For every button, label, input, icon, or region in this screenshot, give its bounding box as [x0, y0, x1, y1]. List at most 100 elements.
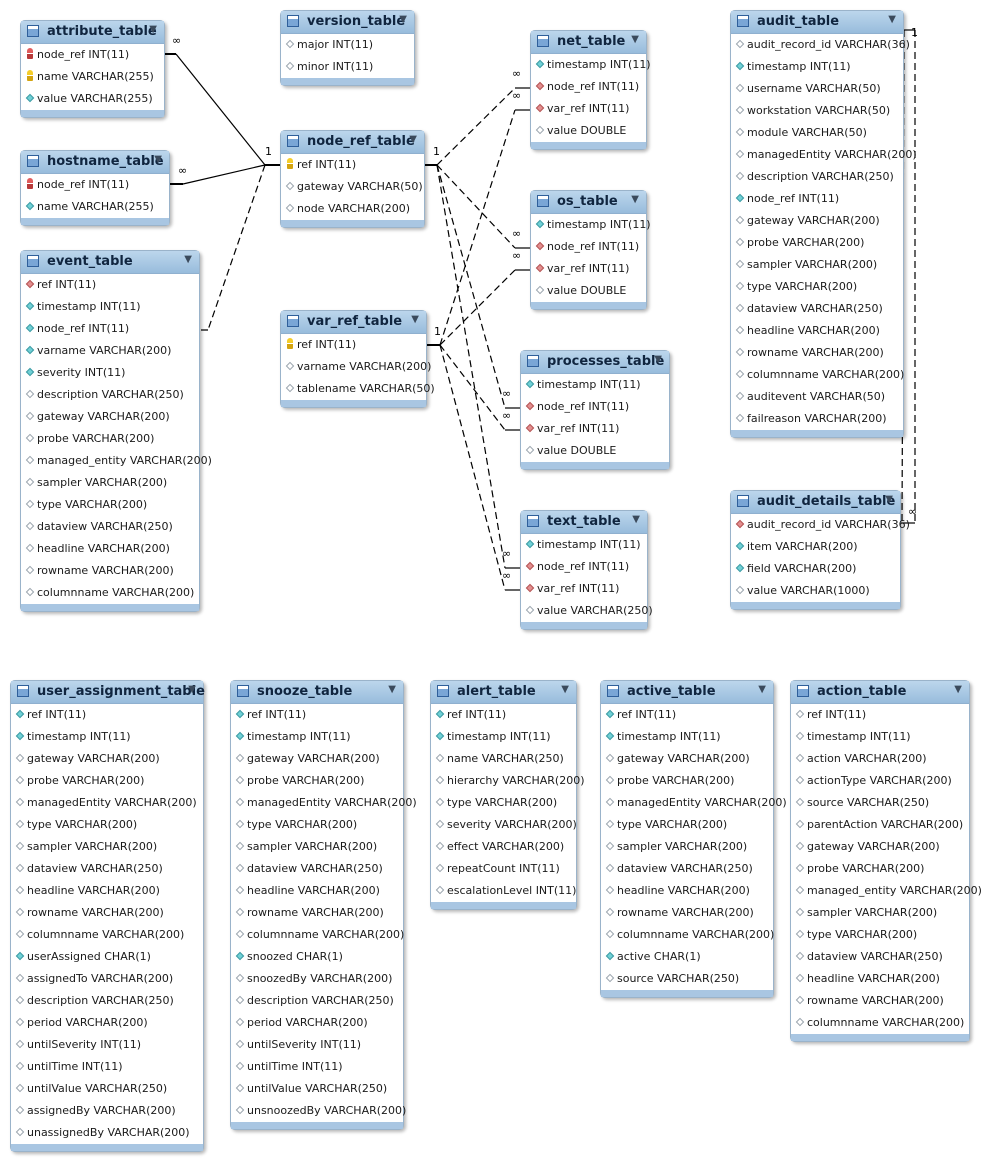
- column-row[interactable]: timestamp INT(11): [731, 56, 903, 78]
- column-row[interactable]: probe VARCHAR(200): [601, 770, 773, 792]
- table-header[interactable]: audit_table▼: [731, 11, 903, 34]
- column-row[interactable]: rowname VARCHAR(200): [731, 342, 903, 364]
- column-row[interactable]: severity VARCHAR(200): [431, 814, 577, 836]
- column-row[interactable]: rowname VARCHAR(200): [601, 902, 773, 924]
- column-row[interactable]: ref INT(11): [281, 334, 426, 356]
- column-row[interactable]: timestamp INT(11): [521, 534, 647, 556]
- column-row[interactable]: timestamp INT(11): [531, 214, 651, 236]
- column-row[interactable]: probe VARCHAR(200): [731, 232, 903, 254]
- column-row[interactable]: dataview VARCHAR(250): [21, 516, 199, 538]
- column-row[interactable]: sampler VARCHAR(200): [601, 836, 773, 858]
- column-row[interactable]: type VARCHAR(200): [731, 276, 903, 298]
- column-row[interactable]: rowname VARCHAR(200): [791, 990, 969, 1012]
- column-row[interactable]: username VARCHAR(50): [731, 78, 903, 100]
- column-row[interactable]: dataview VARCHAR(250): [791, 946, 969, 968]
- column-row[interactable]: ref INT(11): [281, 154, 424, 176]
- column-row[interactable]: timestamp INT(11): [21, 296, 199, 318]
- column-row[interactable]: node_ref INT(11): [731, 188, 903, 210]
- column-row[interactable]: assignedBy VARCHAR(200): [11, 1100, 203, 1122]
- column-row[interactable]: var_ref INT(11): [531, 98, 646, 120]
- column-row[interactable]: headline VARCHAR(200): [731, 320, 903, 342]
- table-audit_details_table[interactable]: audit_details_table▼audit_record_id VARC…: [730, 490, 910, 610]
- column-row[interactable]: value DOUBLE: [521, 440, 669, 462]
- collapse-arrow-icon[interactable]: ▼: [631, 34, 639, 45]
- column-row[interactable]: probe VARCHAR(200): [21, 428, 199, 450]
- column-row[interactable]: untilTime INT(11): [11, 1056, 203, 1078]
- column-row[interactable]: name VARCHAR(250): [431, 748, 576, 770]
- column-row[interactable]: managedEntity VARCHAR(200): [11, 792, 203, 814]
- collapse-arrow-icon[interactable]: ▼: [632, 514, 640, 525]
- column-row[interactable]: actionType VARCHAR(200): [791, 770, 969, 792]
- column-row[interactable]: value DOUBLE: [531, 280, 646, 302]
- column-row[interactable]: probe VARCHAR(200): [231, 770, 403, 792]
- column-row[interactable]: headline VARCHAR(200): [601, 880, 773, 902]
- column-row[interactable]: node_ref INT(11): [21, 174, 169, 196]
- column-row[interactable]: rowname VARCHAR(200): [231, 902, 403, 924]
- column-row[interactable]: sampler VARCHAR(200): [731, 254, 903, 276]
- column-row[interactable]: escalationLevel INT(11): [431, 880, 576, 902]
- column-row[interactable]: field VARCHAR(200): [731, 558, 900, 580]
- column-row[interactable]: columnname VARCHAR(200): [11, 924, 203, 946]
- table-alert_table[interactable]: alert_table▼ref INT(11)timestamp INT(11)…: [430, 680, 585, 910]
- table-os_table[interactable]: os_table▼timestamp INT(11)node_ref INT(1…: [530, 190, 651, 310]
- column-row[interactable]: untilSeverity INT(11): [231, 1034, 403, 1056]
- collapse-arrow-icon[interactable]: ▼: [758, 684, 766, 695]
- column-row[interactable]: workstation VARCHAR(50): [731, 100, 903, 122]
- column-row[interactable]: gateway VARCHAR(200): [791, 836, 969, 858]
- column-row[interactable]: ref INT(11): [431, 704, 576, 726]
- column-row[interactable]: gateway VARCHAR(200): [11, 748, 203, 770]
- column-row[interactable]: varname VARCHAR(200): [21, 340, 199, 362]
- column-row[interactable]: active CHAR(1): [601, 946, 773, 968]
- column-row[interactable]: audit_record_id VARCHAR(36): [731, 34, 910, 56]
- table-header[interactable]: attribute_table▼: [21, 21, 164, 44]
- column-row[interactable]: timestamp INT(11): [11, 726, 203, 748]
- column-row[interactable]: headline VARCHAR(200): [791, 968, 969, 990]
- table-user_assignment_table[interactable]: user_assignment_table▼ref INT(11)timesta…: [10, 680, 205, 1152]
- column-row[interactable]: type VARCHAR(200): [21, 494, 199, 516]
- column-row[interactable]: description VARCHAR(250): [231, 990, 403, 1012]
- collapse-arrow-icon[interactable]: ▼: [388, 684, 396, 695]
- column-row[interactable]: headline VARCHAR(200): [231, 880, 403, 902]
- column-row[interactable]: timestamp INT(11): [521, 374, 669, 396]
- column-row[interactable]: type VARCHAR(200): [11, 814, 203, 836]
- column-row[interactable]: managedEntity VARCHAR(200): [231, 792, 417, 814]
- column-row[interactable]: node_ref INT(11): [21, 44, 164, 66]
- column-row[interactable]: rowname VARCHAR(200): [21, 560, 199, 582]
- column-row[interactable]: node_ref INT(11): [521, 396, 669, 418]
- column-row[interactable]: sampler VARCHAR(200): [11, 836, 203, 858]
- column-row[interactable]: snoozedBy VARCHAR(200): [231, 968, 403, 990]
- table-attribute_table[interactable]: attribute_table▼node_ref INT(11)name VAR…: [20, 20, 165, 118]
- column-row[interactable]: dataview VARCHAR(250): [601, 858, 773, 880]
- column-row[interactable]: userAssigned CHAR(1): [11, 946, 203, 968]
- column-row[interactable]: managed_entity VARCHAR(200): [21, 450, 212, 472]
- column-row[interactable]: gateway VARCHAR(200): [601, 748, 773, 770]
- column-row[interactable]: type VARCHAR(200): [601, 814, 773, 836]
- column-row[interactable]: severity INT(11): [21, 362, 199, 384]
- column-row[interactable]: source VARCHAR(250): [601, 968, 773, 990]
- column-row[interactable]: headline VARCHAR(200): [21, 538, 199, 560]
- column-row[interactable]: timestamp INT(11): [601, 726, 773, 748]
- column-row[interactable]: node_ref INT(11): [531, 76, 646, 98]
- column-row[interactable]: node_ref INT(11): [531, 236, 646, 258]
- column-row[interactable]: dataview VARCHAR(250): [731, 298, 903, 320]
- column-row[interactable]: managed_entity VARCHAR(200): [791, 880, 982, 902]
- collapse-arrow-icon[interactable]: ▼: [631, 194, 639, 205]
- column-row[interactable]: ref INT(11): [601, 704, 773, 726]
- column-row[interactable]: gateway VARCHAR(200): [231, 748, 403, 770]
- column-row[interactable]: sampler VARCHAR(200): [21, 472, 199, 494]
- column-row[interactable]: untilValue VARCHAR(250): [11, 1078, 203, 1100]
- table-processes_table[interactable]: processes_table▼timestamp INT(11)node_re…: [520, 350, 670, 470]
- column-row[interactable]: node_ref INT(11): [21, 318, 199, 340]
- table-node_ref_table[interactable]: node_ref_table▼ref INT(11)gateway VARCHA…: [280, 130, 425, 228]
- column-row[interactable]: probe VARCHAR(200): [11, 770, 203, 792]
- column-row[interactable]: type VARCHAR(200): [231, 814, 403, 836]
- column-row[interactable]: value VARCHAR(255): [21, 88, 164, 110]
- table-header[interactable]: text_table▼: [521, 511, 647, 534]
- table-net_table[interactable]: net_table▼timestamp INT(11)node_ref INT(…: [530, 30, 651, 150]
- column-row[interactable]: columnname VARCHAR(200): [601, 924, 774, 946]
- column-row[interactable]: period VARCHAR(200): [11, 1012, 203, 1034]
- table-header[interactable]: user_assignment_table▼: [11, 681, 205, 704]
- column-row[interactable]: headline VARCHAR(200): [11, 880, 203, 902]
- column-row[interactable]: columnname VARCHAR(200): [791, 1012, 969, 1034]
- column-row[interactable]: node VARCHAR(200): [281, 198, 424, 220]
